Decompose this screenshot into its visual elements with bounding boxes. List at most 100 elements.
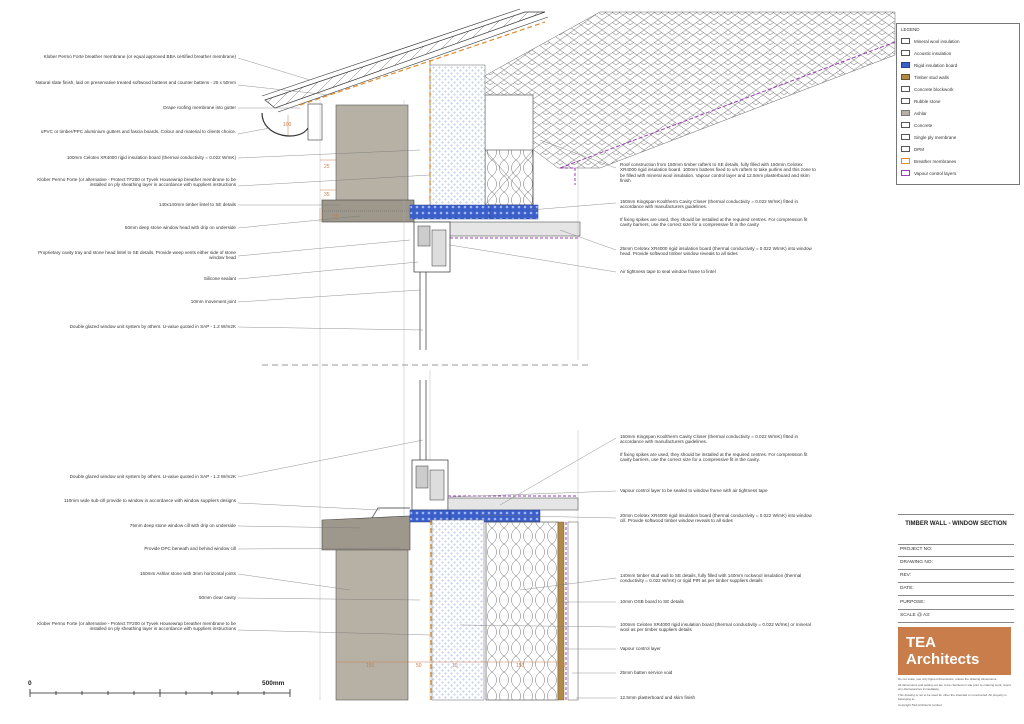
annotation-right-7: If fixing spikes are used, they should b…: [620, 452, 808, 463]
single-ply-swatch: [901, 134, 910, 140]
annotation-right-3: If fixing spikes are used, they should b…: [620, 217, 808, 228]
window-cill: [321, 507, 541, 551]
annotation-left-4: uPVC or timber/PPC aluminium gutters and…: [40, 129, 236, 134]
leader-lines: [237, 57, 617, 699]
window-head-frame: [413, 221, 451, 350]
legend-label: Acoustic insulation: [914, 50, 952, 56]
divider: [898, 556, 1014, 557]
blockwork-swatch: [901, 86, 910, 92]
field-date: DATE:: [900, 586, 914, 591]
dim-head-c: 50: [333, 214, 339, 220]
logo-line-1: TEA: [906, 634, 936, 651]
annotation-left-8: 50mm deep stone window head with drip on…: [124, 225, 236, 230]
note-1: Do not scale, use only figured dimension…: [898, 677, 998, 681]
legend: LEGEND Mineral wool insulation Acoustic …: [896, 23, 1020, 185]
annotation-right-10: 140mm timber stud wall to SE details, fu…: [620, 573, 802, 584]
annotation-left-7: 140x140mm timber lintel to SE details: [158, 202, 236, 207]
annotation-right-8: Vapour control layer to be sealed to win…: [620, 488, 768, 493]
divider: [898, 595, 1014, 596]
lower-ashlar: [335, 549, 409, 701]
roof-slates: [261, 8, 549, 113]
dimension-lines: [287, 115, 560, 663]
field-project-no: PROJECT NO:: [900, 547, 933, 552]
annotation-right-1: Roof construction from 150mm timber raft…: [620, 162, 816, 184]
annotation-right-15: 12.5mm plasterboard and skim finish: [620, 695, 696, 700]
gutter: [261, 103, 323, 141]
legend-label: Single ply membrane: [914, 134, 957, 140]
drawing-title: TIMBER WALL - WINDOW SECTION: [905, 521, 1007, 527]
annotation-left-3: Drape roofing membrane into gutter: [163, 105, 236, 110]
annotation-left-13: Double glazed window unit system by othe…: [69, 474, 236, 479]
legend-item: Rubble stone: [901, 98, 1015, 106]
annotation-right-5: Air tightness tape to seal window frame …: [620, 269, 716, 274]
tea-architects-logo: TEA Architects: [898, 627, 1011, 675]
dim-head-a: 25: [324, 164, 330, 170]
annotation-right-14: 25mm batten service void: [620, 670, 673, 675]
mineral-wool-swatch: [901, 38, 910, 44]
legend-label: Mineral wool insulation: [914, 38, 960, 44]
divider: [898, 544, 1014, 545]
divider: [898, 622, 1014, 623]
legend-label: Concrete: [914, 122, 933, 128]
legend-label: Timber stud walls: [914, 74, 949, 80]
upper-cavity-insulation: [429, 64, 486, 209]
timber-swatch: [901, 74, 910, 80]
legend-item: Breather membranes: [901, 158, 1015, 166]
dpm-swatch: [901, 146, 910, 152]
annotation-left-15: 75mm deep stone window cill with drip on…: [129, 523, 236, 528]
field-rev: REV:: [900, 573, 912, 578]
concrete-swatch: [901, 122, 910, 128]
dim-gutter: 100: [283, 122, 292, 128]
legend-label: Breather membranes: [914, 158, 957, 164]
annotation-right-6: 150mm Kingspan Kooltherm Cavity Closer (…: [620, 434, 799, 445]
upper-ashlar: [335, 104, 409, 202]
annotation-left-11: 10mm movement joint: [190, 299, 236, 304]
dim-bottom-3: 10: [452, 663, 458, 669]
legend-label: Ashlar: [914, 110, 927, 116]
rigid-swatch: [901, 62, 910, 68]
legend-item: Mineral wool insulation: [901, 38, 1015, 46]
scale-bar-graphic: [29, 689, 291, 697]
scale-bar-start: 0: [28, 680, 32, 687]
annotation-left-5: 100mm Celotex XR4000 rigid insulation bo…: [66, 155, 236, 160]
breather-swatch: [901, 158, 910, 164]
annotation-left-12: Double glazed window unit system by othe…: [69, 324, 236, 329]
legend-item: Timber stud walls: [901, 74, 1015, 82]
annotation-right-9: 20mm Celotex XR4000 rigid insulation boa…: [620, 513, 812, 524]
annotation-right-2: 150mm Kingspan Kooltherm Cavity Closer (…: [620, 199, 799, 210]
annotation-right-4: 25mm Celotex XR4000 rigid insulation boa…: [620, 246, 812, 257]
rubble-swatch: [901, 98, 910, 104]
legend-item: Concrete: [901, 122, 1015, 130]
annotation-left-1: Klober Permo Forte breather membrane (or…: [43, 54, 236, 59]
annotation-right-12: 100mm Celotex XR4000 rigid insulation bo…: [620, 622, 811, 633]
legend-item: Concrete blockwork: [901, 86, 1015, 94]
head-lintel: [321, 199, 581, 239]
legend-item: Rigid insulation board: [901, 62, 1015, 70]
cill-board: [447, 495, 579, 511]
note-4: Copyright TEA Architects Limited: [898, 703, 942, 707]
roof-vapour-layer: [559, 41, 896, 185]
annotation-left-18: 50mm clear cavity: [198, 595, 236, 600]
vcl-swatch: [901, 170, 910, 176]
legend-item: Acoustic insulation: [901, 50, 1015, 58]
legend-label: Rubble stone: [914, 98, 941, 104]
field-scale: SCALE @ A3:: [900, 613, 931, 618]
lower-cavity-insulation: [431, 519, 485, 701]
field-purpose: PURPOSE:: [900, 600, 925, 605]
dim-bottom-4: 150: [516, 663, 525, 669]
dim-bottom-2: 50: [416, 663, 422, 669]
legend-label: DPM: [914, 146, 924, 152]
annotation-left-16: Provide DPC beneath and behind window ci…: [144, 546, 236, 551]
dim-head-b: 35: [324, 192, 330, 198]
lower-window-frame: [411, 380, 449, 511]
annotation-left-14: 110mm wide sub-cill provide to window in…: [63, 498, 236, 503]
legend-title: LEGEND: [901, 27, 920, 32]
legend-label: Concrete blockwork: [914, 86, 954, 92]
annotation-left-19: Klober Permo Forte (or alternative - Pro…: [37, 621, 236, 632]
legend-label: Rigid insulation board: [914, 62, 958, 68]
note-3: This drawing is not to be used for other…: [898, 693, 1007, 701]
legend-item: Ashlar: [901, 110, 1015, 118]
stud-wall: [485, 521, 579, 701]
legend-item: Single ply membrane: [901, 134, 1015, 142]
